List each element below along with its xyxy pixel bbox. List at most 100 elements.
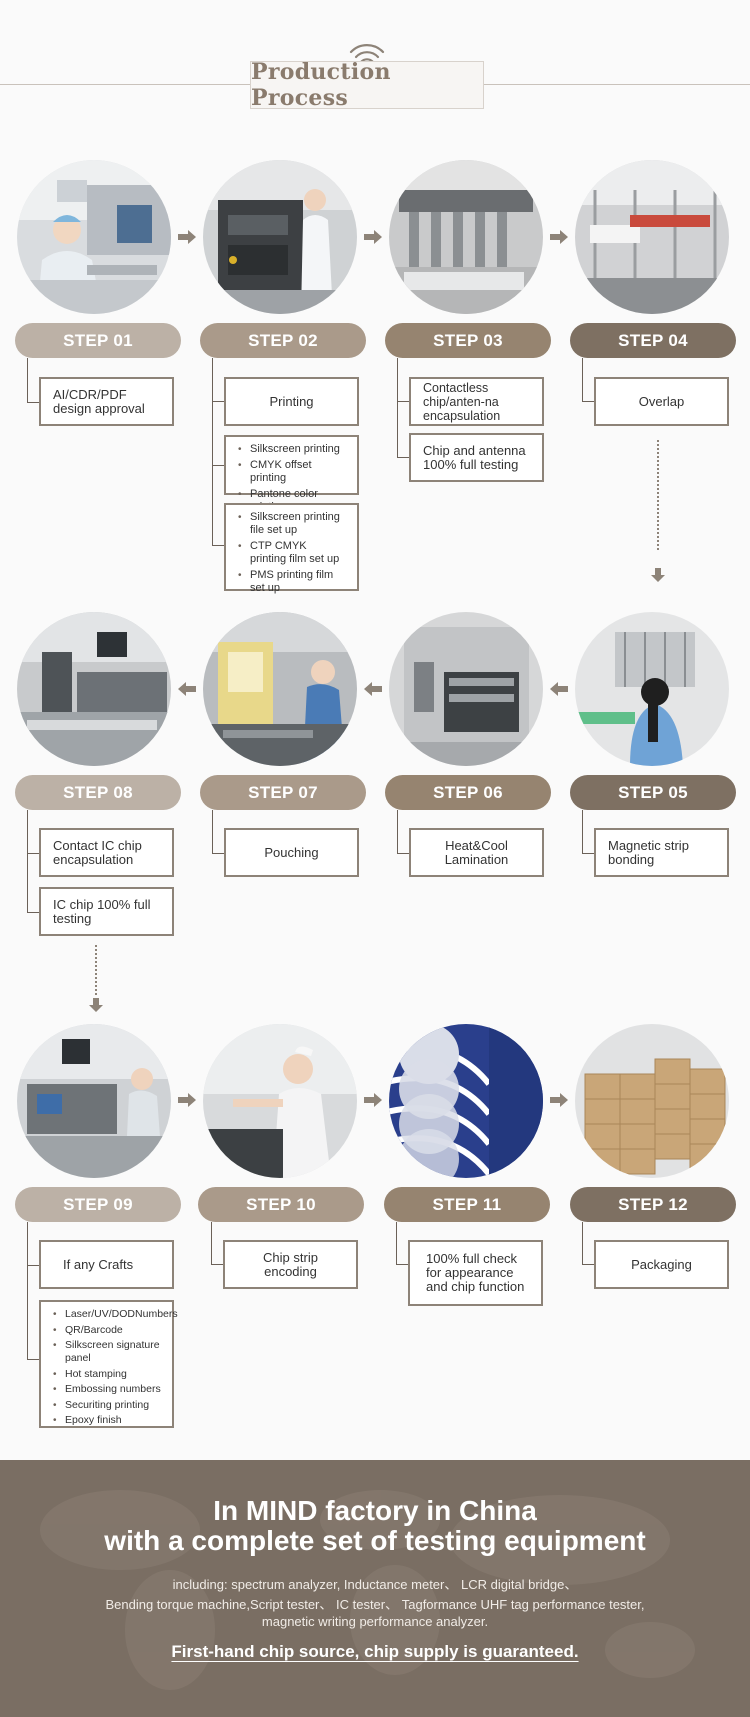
connector [582, 1264, 594, 1265]
step-09-photo [17, 1024, 171, 1178]
footer-title-line-1: In MIND factory in China [213, 1495, 537, 1526]
step-05-box: Magnetic strip bonding [594, 828, 729, 877]
step-04-pill: STEP 04 [570, 323, 736, 358]
connector [212, 465, 224, 466]
step-12-box: Packaging [594, 1240, 729, 1289]
connector [27, 912, 39, 913]
step-06-box: Heat&Cool Lamination [409, 828, 544, 877]
step-10-box: Chip strip encoding [223, 1240, 358, 1289]
connector [211, 1264, 223, 1265]
step-03-photo [389, 160, 543, 314]
arrow-right-icon [364, 230, 382, 244]
footer-title-line-2: with a complete set of testing equipment [104, 1525, 646, 1556]
step-05-photo [575, 612, 729, 766]
step-01-box: AI/CDR/PDF design approval [39, 377, 174, 426]
step-02-list-1: Silkscreen printing CMYK offset printing… [224, 435, 359, 513]
list-item: Hot stamping [53, 1368, 162, 1381]
step-09-box: If any Crafts [39, 1240, 174, 1289]
list-item: PMS printing film set up [238, 569, 347, 595]
step-09-pill: STEP 09 [15, 1187, 181, 1222]
list-item: Silkscreen printing [238, 443, 347, 456]
arrow-right-icon [178, 230, 196, 244]
list-item: Epoxy finish [53, 1414, 162, 1427]
step-01-photo [17, 160, 171, 314]
footer-text-line-3: magnetic writing performance analyzer. [261, 1614, 489, 1629]
step-07-pill: STEP 07 [200, 775, 366, 810]
list-item: Embossing numbers [53, 1383, 162, 1396]
footer-text-line-1: including: spectrum analyzer, Inductance… [172, 1577, 578, 1592]
list-item: Silkscreen signature panel [53, 1339, 162, 1365]
arrow-down-icon [651, 568, 665, 582]
connector [582, 401, 594, 402]
step-12-pill: STEP 12 [570, 1187, 736, 1222]
arrow-right-icon [364, 1093, 382, 1107]
connector [27, 402, 39, 403]
arrow-left-icon [550, 682, 568, 696]
step-07-photo [203, 612, 357, 766]
connector [212, 853, 224, 854]
connector [396, 1264, 408, 1265]
step-02-pill: STEP 02 [200, 323, 366, 358]
list-item: CTP CMYK printing film set up [238, 540, 340, 566]
list-item: QR/Barcode [53, 1324, 162, 1337]
connector [212, 401, 224, 402]
connector [212, 810, 213, 854]
list-item: Securiting printing [53, 1399, 162, 1412]
header-title-box: Production Process [250, 59, 484, 111]
step-08-box-1: Contact IC chip encapsulation [39, 828, 174, 877]
step-03-pill: STEP 03 [385, 323, 551, 358]
footer-guarantee: First-hand chip source, chip supply is g… [171, 1642, 579, 1661]
arrow-left-icon [178, 682, 196, 696]
step-07-box: Pouching [224, 828, 359, 877]
step-11-pill: STEP 11 [384, 1187, 550, 1222]
world-map-background [40, 1490, 695, 1690]
arrow-left-icon [364, 682, 382, 696]
step-12-photo [575, 1024, 729, 1178]
step-02-photo [203, 160, 357, 314]
connector [396, 1222, 397, 1265]
step-10-pill: STEP 10 [198, 1187, 364, 1222]
list-item: CMYK offset printing [238, 459, 347, 485]
connector [397, 457, 409, 458]
step-06-pill: STEP 06 [385, 775, 551, 810]
step-08-box-2: IC chip 100% full testing [39, 887, 174, 936]
step-08-pill: STEP 08 [15, 775, 181, 810]
list-item: Laser/UV/DODNumbers [53, 1308, 178, 1321]
step-02-box: Printing [224, 377, 359, 426]
connector [212, 545, 224, 546]
step-01-pill: STEP 01 [15, 323, 181, 358]
connector [27, 1359, 39, 1360]
page-title: Production Process [251, 59, 391, 111]
step-02-list-2: Silkscreen printing file set up CTP CMYK… [224, 503, 359, 594]
step-03-box-2: Chip and antenna 100% full testing [409, 433, 544, 482]
step-09-list: Laser/UV/DODNumbers QR/Barcode Silkscree… [39, 1300, 178, 1428]
connector [211, 1222, 212, 1265]
connector [27, 810, 28, 913]
step-06-photo [389, 612, 543, 766]
connector [582, 358, 583, 402]
arrow-right-icon [178, 1093, 196, 1107]
step-04-photo [575, 160, 729, 314]
connector [582, 810, 583, 854]
footer-text-line-2: Bending torque machine,Script tester、 IC… [105, 1597, 645, 1612]
arrow-right-icon [550, 230, 568, 244]
step-11-photo [389, 1024, 543, 1178]
step-10-photo [203, 1024, 357, 1178]
connector [397, 810, 398, 854]
connector [397, 853, 409, 854]
connector [582, 1222, 583, 1265]
dotted-connector [95, 945, 97, 995]
connector [397, 401, 409, 402]
connector [27, 1222, 28, 1360]
list-item: Silkscreen printing file set up [238, 511, 340, 537]
step-11-box: 100% full check for appearance and chip … [408, 1240, 543, 1306]
connector [27, 1265, 39, 1266]
footer-banner: In MIND factory in China with a complete… [0, 1460, 750, 1717]
connector [27, 853, 39, 854]
connector [397, 358, 398, 458]
connector [27, 358, 28, 403]
connector [582, 853, 594, 854]
arrow-down-icon [89, 998, 103, 1012]
step-04-box: Overlap [594, 377, 729, 426]
